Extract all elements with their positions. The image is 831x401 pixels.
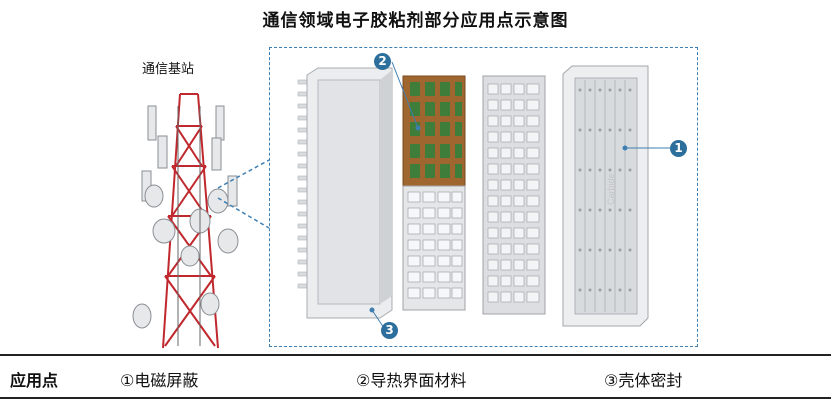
item-emi-shielding: ①电磁屏蔽 <box>120 371 199 390</box>
telecom-tower-image <box>132 93 239 349</box>
marker-2: 2 <box>374 53 391 70</box>
exploded-view-frame <box>269 47 698 347</box>
station-label: 通信基站 <box>142 62 195 77</box>
page-title: 通信领域电子胶粘剂部分应用点示意图 <box>262 11 569 31</box>
housing-panel <box>297 67 393 319</box>
item-housing-sealing: ③壳体密封 <box>604 371 683 390</box>
marker-3: 3 <box>381 322 398 339</box>
component-grid-panel <box>482 75 546 315</box>
watermark-text: Carbide <box>606 173 616 205</box>
table-bottom-rule <box>0 397 831 399</box>
shield-frame-panel: Carbide <box>562 65 649 327</box>
item-thermal-interface: ②导热界面材料 <box>356 371 467 390</box>
table-top-rule <box>0 354 831 356</box>
marker-1: 1 <box>670 140 687 157</box>
circuit-board-panel <box>402 75 466 311</box>
application-points-header: 应用点 <box>10 371 59 390</box>
